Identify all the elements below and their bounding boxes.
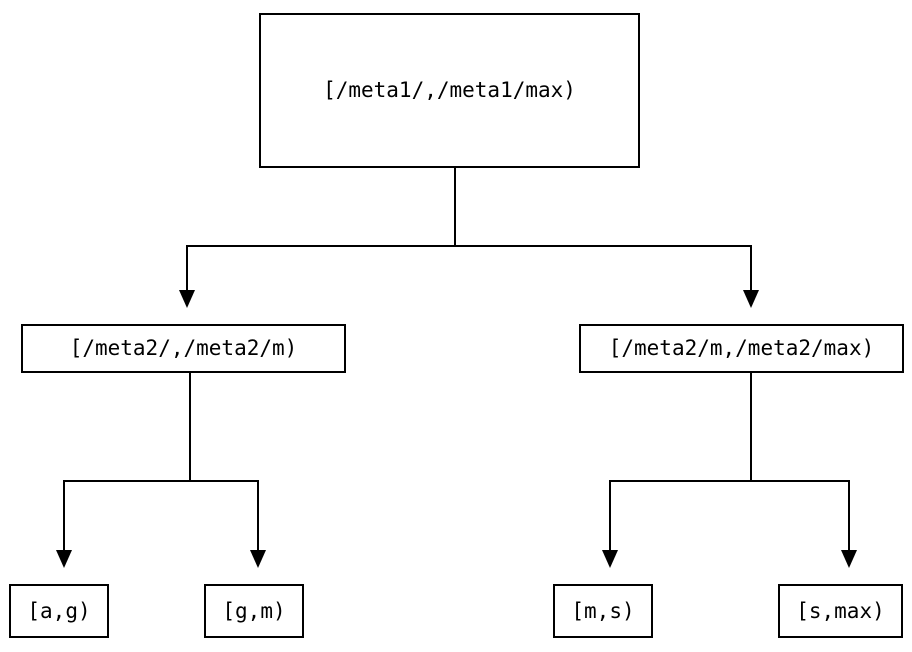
node-root-label: [/meta1/,/meta1/max) <box>323 78 576 102</box>
edge-root-stem <box>454 168 456 247</box>
node-level2-right-label: [/meta2/m,/meta2/max) <box>608 336 875 360</box>
node-level2-right[interactable]: [/meta2/m,/meta2/max) <box>579 324 904 373</box>
edge-root-to-left-drop <box>186 245 188 292</box>
arrowhead-root-to-right <box>743 290 759 308</box>
arrowhead-left-to-leaf1 <box>56 550 72 568</box>
edge-level2-left-stem <box>189 373 191 482</box>
node-leaf-a-g-label: [a,g) <box>27 598 91 623</box>
edge-level2-right-stem <box>750 373 752 482</box>
arrowhead-right-to-leaf3 <box>602 550 618 568</box>
edge-root-to-right-drop <box>750 245 752 292</box>
node-root[interactable]: [/meta1/,/meta1/max) <box>259 13 640 168</box>
node-leaf-s-max[interactable]: [s,max) <box>778 584 903 638</box>
edge-left-to-leaf1-drop <box>63 480 65 552</box>
node-leaf-g-m[interactable]: [g,m) <box>204 584 304 638</box>
arrowhead-root-to-left <box>179 290 195 308</box>
edge-level2-right-split-bar <box>609 480 850 482</box>
node-leaf-s-max-label: [s,max) <box>796 598 885 623</box>
edge-root-split-bar <box>186 245 752 247</box>
node-leaf-a-g[interactable]: [a,g) <box>9 584 109 638</box>
node-leaf-m-s-label: [m,s) <box>571 598 635 623</box>
edge-level2-left-split-bar <box>63 480 259 482</box>
node-level2-left-label: [/meta2/,/meta2/m) <box>69 336 298 360</box>
node-leaf-g-m-label: [g,m) <box>222 598 286 623</box>
arrowhead-right-to-leaf4 <box>841 550 857 568</box>
edge-right-to-leaf4-drop <box>848 480 850 552</box>
edge-left-to-leaf2-drop <box>257 480 259 552</box>
arrowhead-left-to-leaf2 <box>250 550 266 568</box>
node-level2-left[interactable]: [/meta2/,/meta2/m) <box>21 324 346 373</box>
node-leaf-m-s[interactable]: [m,s) <box>553 584 653 638</box>
edge-right-to-leaf3-drop <box>609 480 611 552</box>
